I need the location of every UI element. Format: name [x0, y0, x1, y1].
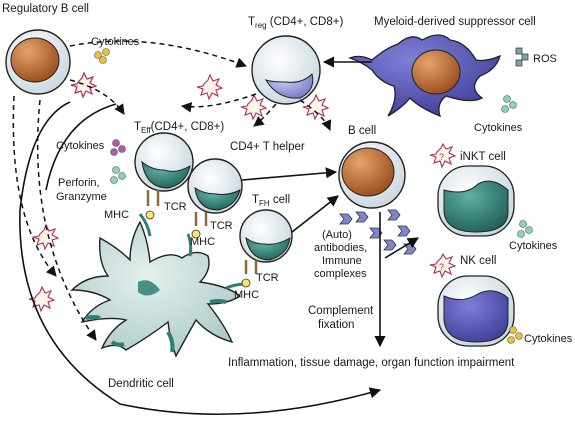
- nk-cytokines-label: Cytokines: [524, 333, 573, 345]
- dendritic-cell-label: Dendritic cell: [108, 378, 174, 390]
- nk-cytokine-dots: [507, 326, 523, 344]
- nk-cell: [437, 275, 515, 347]
- ros-label: ROS: [533, 53, 557, 65]
- svg-text:?: ?: [439, 152, 444, 162]
- antibodies: [339, 209, 417, 255]
- antibodies-label-3: Immune: [322, 255, 362, 267]
- inflammation-label: Inflammation, tissue damage, organ funct…: [228, 357, 515, 369]
- teff-cytokine-dots: [110, 139, 126, 156]
- mhc-tcr-1: [138, 190, 160, 237]
- ros-squares: [515, 47, 529, 67]
- antibodies-label-1: (Auto): [322, 229, 352, 241]
- question-burst-icon: ?: [429, 142, 457, 169]
- arrows-solid: [19, 56, 419, 416]
- dendritic-cell: [70, 220, 242, 358]
- mhc-label-2: MHC: [190, 236, 215, 248]
- tfh-cell: [239, 209, 293, 263]
- nk-question-burst-icon: ?: [429, 252, 457, 279]
- breg-cytokine-dots: [94, 48, 110, 64]
- tcr-label-2: TCR: [210, 220, 233, 232]
- mhc-label-1: MHC: [104, 209, 129, 221]
- breg-cytokines-label: Cytokines: [91, 36, 140, 48]
- complement-label-1: Complement: [308, 305, 374, 317]
- inkt-cell: [437, 165, 515, 237]
- burst-icons: [28, 73, 330, 313]
- tcr-label-1: TCR: [164, 201, 187, 213]
- myeloid-cell-label: Myeloid-derived suppressor cell: [374, 16, 536, 28]
- b-cell: [338, 141, 406, 209]
- mhc-tcr-2: [186, 212, 208, 257]
- nk-cell-label: NK cell: [460, 255, 496, 267]
- granzyme-label: Granzyme: [56, 191, 107, 203]
- mhc-label-3: MHC: [234, 289, 259, 301]
- inkt-cytokine-dots: [517, 220, 533, 238]
- mdsc-cytokines-label: Cytokines: [474, 122, 523, 134]
- cd4-t-helper-cell: [187, 158, 243, 214]
- perforin-dots: [110, 166, 126, 184]
- burst-icon: [70, 71, 98, 99]
- mdsc-cytokine-dots: [501, 95, 517, 113]
- mhc-tcr-3: [225, 260, 258, 290]
- myeloid-suppressor-cell: [348, 34, 502, 118]
- regulatory-b-cell-label: Regulatory B cell: [2, 3, 89, 15]
- tfh-label: TFH cell: [252, 194, 290, 208]
- treg-cell: [251, 35, 321, 105]
- antibodies-label-2: antibodies,: [314, 242, 367, 254]
- tcr-label-3: TCR: [256, 272, 279, 284]
- cd4-t-helper-label: CD4+ T helper: [230, 141, 305, 153]
- inkt-cytokines-label: Cytokines: [509, 240, 558, 252]
- teff-cell: [134, 132, 194, 192]
- arrows-dashed: [12, 40, 332, 341]
- antibodies-label-4: complexes: [314, 268, 367, 280]
- teff-cytokines-label: Cytokines: [56, 140, 105, 152]
- inkt-cell-label: iNKT cell: [460, 151, 506, 163]
- regulatory-b-cell: [5, 29, 71, 95]
- b-cell-label: B cell: [348, 125, 376, 137]
- teff-label: TEff(CD4+, CD8+): [134, 121, 224, 135]
- svg-text:?: ?: [439, 262, 444, 272]
- treg-label: Treg (CD4+, CD8+): [248, 16, 343, 30]
- complement-label-2: fixation: [318, 319, 354, 331]
- perforin-label: Perforin,: [58, 177, 100, 189]
